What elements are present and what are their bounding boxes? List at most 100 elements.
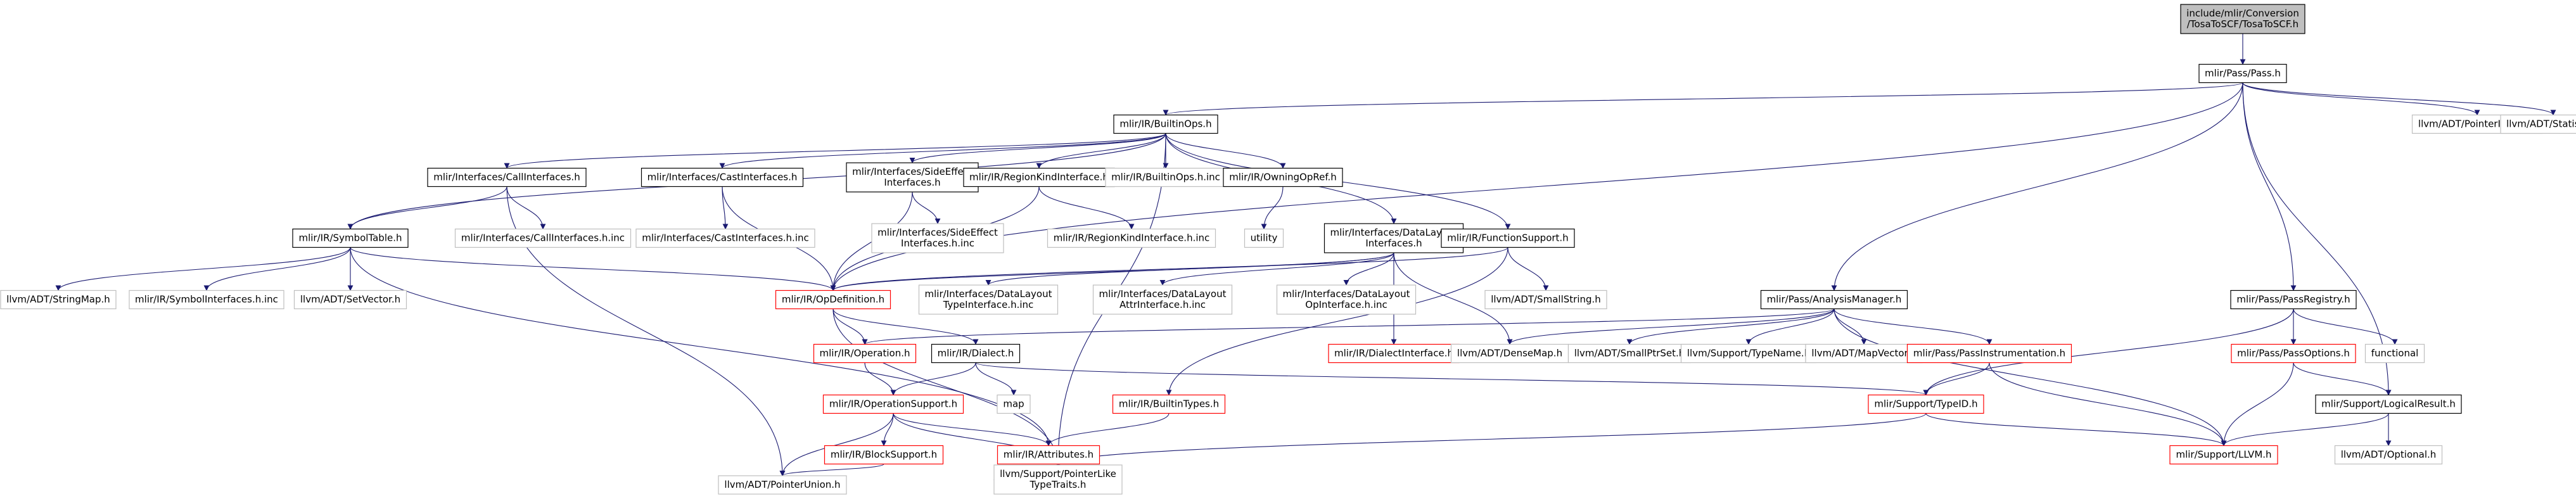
node-attributes[interactable]: mlir/IR/Attributes.h: [997, 445, 1100, 465]
node-typeid[interactable]: mlir/Support/TypeID.h: [1868, 394, 1984, 414]
node-box: [997, 394, 1031, 414]
node-label: Interfaces.h: [884, 177, 940, 188]
node-box: [1450, 343, 1569, 364]
node-box: [822, 394, 964, 414]
node-operation[interactable]: mlir/IR/Operation.h: [813, 343, 917, 364]
edge-funcsupport-to-smallstring: [1507, 247, 1549, 291]
edge-passh-to-passregistry: [2242, 82, 2297, 291]
node-llvmh[interactable]: mlir/Support/LLVM.h: [2169, 445, 2278, 465]
node-label: Interfaces.h: [1365, 238, 1422, 249]
node-passh[interactable]: mlir/Pass/Pass.h: [2198, 63, 2287, 84]
node-label: mlir/IR/BuiltinTypes.h: [1119, 398, 1219, 410]
node-dialectif[interactable]: mlir/IR/DialectInterface.h: [1328, 343, 1460, 364]
node-dlopinc: mlir/Interfaces/DataLayoutOpInterface.h.…: [1276, 284, 1417, 315]
node-castif[interactable]: mlir/Interfaces/CastInterfaces.h: [641, 167, 804, 188]
node-label: TypeTraits.h: [1030, 479, 1087, 490]
node-castifinc: mlir/Interfaces/CastInterfaces.h.inc: [635, 228, 815, 248]
edge-datalayout-to-dltypeinc: [985, 252, 1394, 286]
node-label: llvm/ADT/DenseMap.h: [1457, 348, 1562, 359]
node-label: mlir/IR/Attributes.h: [1004, 449, 1094, 461]
node-owningopref[interactable]: mlir/IR/OwningOpRef.h: [1223, 167, 1343, 188]
node-opsupport[interactable]: mlir/IR/OperationSupport.h: [822, 394, 964, 414]
node-dialect[interactable]: mlir/IR/Dialect.h: [931, 343, 1021, 364]
node-box: [2315, 394, 2462, 414]
node-passinstr[interactable]: mlir/Pass/PassInstrumentation.h: [1906, 343, 2072, 364]
node-box: [993, 464, 1123, 495]
edge-dialect-to-map: [975, 362, 1017, 396]
node-map: map: [997, 394, 1031, 414]
node-box: [293, 289, 407, 310]
node-box: [963, 167, 1115, 188]
node-box: [931, 343, 1021, 364]
node-label: mlir/Interfaces/CastInterfaces.h: [647, 172, 798, 183]
node-opdefinition[interactable]: mlir/IR/OpDefinition.h: [775, 289, 891, 310]
edge-passh-to-analysismgr: [1831, 82, 2243, 291]
node-label: OpInterface.h.inc: [1305, 299, 1387, 310]
node-box: [2364, 343, 2425, 364]
node-box: [718, 475, 847, 495]
edge-opsupport-to-blocksupport: [881, 413, 894, 447]
node-box: [1868, 394, 1984, 414]
node-box: [2500, 114, 2576, 134]
node-passregistry[interactable]: mlir/Pass/PassRegistry.h: [2230, 289, 2357, 310]
node-box: [2198, 63, 2287, 84]
node-callif[interactable]: mlir/Interfaces/CallInterfaces.h: [427, 167, 587, 188]
node-box: [1760, 289, 1908, 310]
node-label: TypeInterface.h.inc: [943, 299, 1034, 310]
edge-analysismgr-to-operation: [862, 308, 1835, 345]
node-functional: functional: [2364, 343, 2425, 364]
node-symboltable[interactable]: mlir/IR/SymbolTable.h: [292, 228, 409, 248]
node-box: [1223, 167, 1343, 188]
edge-analysismgr-to-mapvector: [1833, 308, 1867, 345]
node-box: [1112, 394, 1226, 414]
node-box: [824, 445, 944, 465]
edge-symboltable-to-stringmap: [55, 247, 351, 291]
node-sideeffectinc: mlir/Interfaces/SideEffectInterfaces.h.i…: [871, 223, 1004, 253]
node-label: mlir/Interfaces/DataLayout: [925, 288, 1052, 300]
node-label: mlir/Interfaces/SideEffect: [852, 166, 972, 177]
node-label: llvm/ADT/Statistic.h: [2506, 118, 2576, 130]
node-blocksupport[interactable]: mlir/IR/BlockSupport.h: [824, 445, 944, 465]
node-box: [1105, 167, 1227, 188]
node-box: [1244, 228, 1284, 248]
node-label: mlir/IR/DialectInterface.h: [1334, 348, 1453, 359]
node-label: mlir/IR/Dialect.h: [938, 348, 1014, 359]
node-label: mlir/Interfaces/DataLayout: [1283, 288, 1410, 300]
edge-analysismgr-to-densemap: [1507, 308, 1835, 345]
node-box: [1906, 343, 2072, 364]
node-root[interactable]: include/mlir/Conversion/TosaToSCF/TosaTo…: [2180, 4, 2305, 34]
node-label: mlir/IR/BuiltinOps.h.inc: [1111, 172, 1220, 183]
node-label: llvm/ADT/PointerUnion.h: [724, 479, 840, 490]
node-label: mlir/Interfaces/CallInterfaces.h: [433, 172, 580, 183]
edge-symboltable-to-opdefinition: [350, 247, 836, 291]
node-regionkind[interactable]: mlir/IR/RegionKindInterface.h: [963, 167, 1115, 188]
node-builtinopsinc: mlir/IR/BuiltinOps.h.inc: [1105, 167, 1227, 188]
edge-analysismgr-to-typename: [1745, 308, 1835, 345]
node-builtintypes[interactable]: mlir/IR/BuiltinTypes.h: [1112, 394, 1226, 414]
node-passoptions[interactable]: mlir/Pass/PassOptions.h: [2231, 343, 2356, 364]
node-label: mlir/IR/FunctionSupport.h: [1447, 232, 1568, 244]
node-label: mlir/Support/LogicalResult.h: [2321, 398, 2456, 410]
node-box: [1113, 114, 1218, 134]
node-funcsupport[interactable]: mlir/IR/FunctionSupport.h: [1441, 228, 1575, 248]
edge-passoptions-to-logicalresult: [2293, 362, 2392, 396]
node-label: mlir/IR/SymbolInterfaces.h.inc: [135, 294, 278, 305]
node-utility: utility: [1244, 228, 1284, 248]
node-label: mlir/IR/OpDefinition.h: [782, 294, 884, 305]
node-box: [2169, 445, 2278, 465]
node-logicalresult[interactable]: mlir/Support/LogicalResult.h: [2315, 394, 2462, 414]
node-builtinops[interactable]: mlir/IR/BuiltinOps.h: [1113, 114, 1218, 134]
node-label: AttrInterface.h.inc: [1119, 299, 1206, 310]
node-label: mlir/Pass/Pass.h: [2205, 68, 2281, 79]
dependency-nodes: include/mlir/Conversion/TosaToSCF/TosaTo…: [0, 4, 2576, 495]
node-box: [292, 228, 409, 248]
node-label: mlir/IR/OwningOpRef.h: [1229, 172, 1337, 183]
node-analysismgr[interactable]: mlir/Pass/AnalysisManager.h: [1760, 289, 1908, 310]
node-symbolifinc: mlir/IR/SymbolInterfaces.h.inc: [129, 289, 284, 310]
node-densemap: llvm/ADT/DenseMap.h: [1450, 343, 1569, 364]
edge-builtinops-to-owningopref: [1165, 133, 1286, 169]
